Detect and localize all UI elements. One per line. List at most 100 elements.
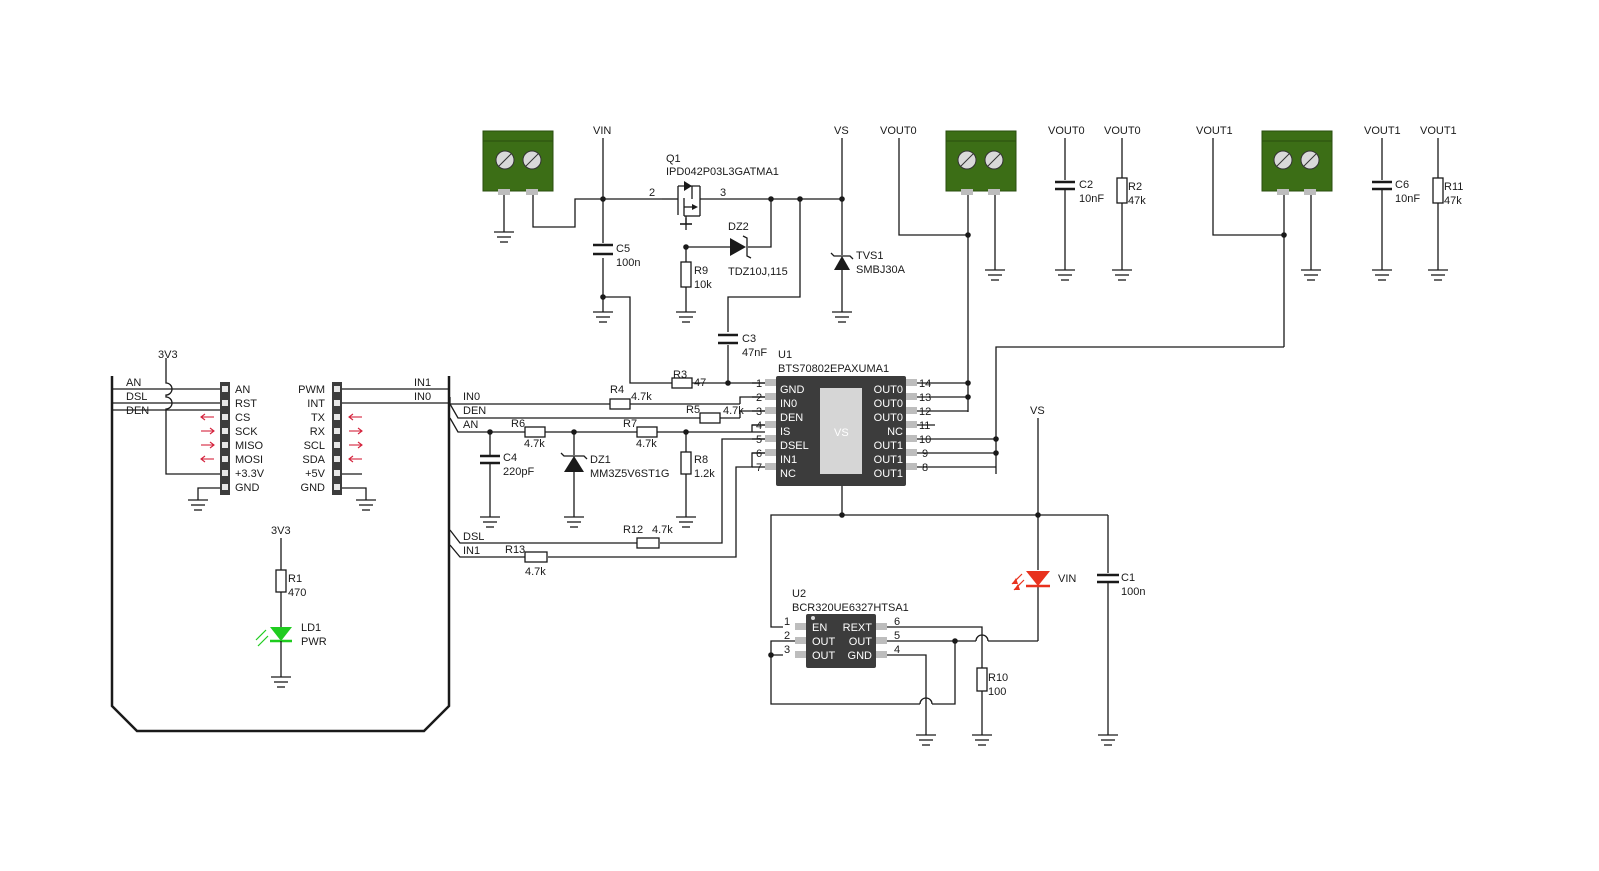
r3-resistor	[671, 377, 693, 389]
sig-den-label: DEN	[463, 405, 486, 417]
r9-value: 10k	[694, 279, 712, 291]
u1-pin14-name: OUT0	[874, 384, 903, 396]
hr-pin-5: SDA	[302, 454, 325, 466]
net-vout1-c6-label: VOUT1	[1364, 125, 1401, 137]
r3-value: 47	[694, 377, 706, 389]
led-driver-wires	[770, 418, 1109, 735]
u2-ref: U2	[792, 588, 806, 600]
u1-pin14-num: 14	[919, 378, 931, 390]
c2-value: 10nF	[1079, 193, 1104, 205]
u1-pin2-num: 2	[756, 392, 762, 404]
u1-pin9-num: 9	[922, 448, 928, 460]
r3-ref: R3	[673, 369, 687, 381]
dz2-ref: DZ2	[728, 221, 749, 233]
c1-ref: C1	[1121, 572, 1135, 584]
dz2-zener	[730, 235, 752, 259]
hr-pin-2: TX	[311, 412, 326, 424]
r10-value: 100	[988, 686, 1006, 698]
u1-pin7-name: NC	[780, 468, 796, 480]
hl-pin-2: CS	[235, 412, 250, 424]
dz1-ref: DZ1	[590, 454, 611, 466]
dz1-value: MM3Z5V6ST1G	[590, 468, 669, 480]
dz2-value: TDZ10J,115	[728, 266, 788, 278]
hr-pin-3: RX	[310, 426, 326, 438]
u1-ref: U1	[778, 349, 792, 361]
signal-resistors	[480, 398, 721, 563]
hl-pin-4: MISO	[235, 440, 264, 452]
c6-ref: C6	[1395, 179, 1409, 191]
vout0-wires	[898, 138, 1128, 412]
u1-labels: U1 BTS70802EPAXUMA1 VS 1 2 3 4 5 6 7 GND…	[756, 349, 931, 480]
r6-ref: R6	[511, 418, 525, 430]
power-led-circuit	[255, 538, 292, 677]
u1-pin1-num: 1	[756, 378, 762, 390]
net-vs-led-label: VS	[1030, 405, 1045, 417]
c5-value: 100n	[616, 257, 640, 269]
u2-pin3-num: 3	[784, 644, 790, 656]
r7-value: 4.7k	[636, 438, 657, 450]
u1-pin3-name: DEN	[780, 412, 803, 424]
r2-ref: R2	[1128, 181, 1142, 193]
r9-resistor	[680, 261, 692, 288]
header-pin-labels: AN RST CS SCK MISO MOSI +3.3V GND PWM IN…	[235, 384, 326, 494]
u1-pin10-num: 10	[919, 434, 931, 446]
component-labels: Q1 IPD042P03L3GATMA1 2 3 C5 100n R9 10k …	[288, 153, 1463, 698]
r9-ref: R9	[694, 265, 708, 277]
u1-pin11-num: 11	[919, 420, 930, 432]
c5-capacitor	[593, 243, 613, 256]
hr-pin-7: GND	[301, 482, 326, 494]
r13-ref: R13	[505, 544, 525, 556]
u1-pin11-name: NC	[887, 426, 903, 438]
q1-value: IPD042P03L3GATMA1	[666, 166, 779, 178]
header-arrows-icon	[200, 413, 363, 463]
r11-value: 47k	[1444, 195, 1462, 207]
q1-ref: Q1	[666, 153, 681, 165]
net-3v3-led-label: 3V3	[271, 525, 291, 537]
c4-ref: C4	[503, 452, 517, 464]
u1-pin10-name: OUT1	[874, 440, 903, 452]
u1-pin12-name: OUT0	[874, 412, 903, 424]
net-labels: VIN VS VOUT0 VOUT0 VOUT0 VOUT1 VOUT1 VOU…	[126, 125, 1457, 585]
net-vout0-label: VOUT0	[880, 125, 917, 137]
u2-part: BCR320UE6327HTSA1	[792, 602, 909, 614]
header-left-pins	[220, 382, 230, 495]
ld1-ref: LD1	[301, 622, 321, 634]
u1-pin4-num: 4	[756, 420, 762, 432]
mikrobus-outline	[110, 358, 451, 733]
terminal-block-vin	[482, 130, 554, 195]
hr-pin-6: +5V	[305, 468, 326, 480]
c5-ref: C5	[616, 243, 630, 255]
board-den-label: DEN	[126, 405, 149, 417]
u1-pin4-name: IS	[780, 426, 790, 438]
q1-mosfet	[662, 181, 701, 225]
r10-resistor	[976, 667, 988, 692]
terminal-block-vout0	[945, 130, 1017, 195]
hl-pin-0: AN	[235, 384, 250, 396]
u2-pin5-name: OUT	[849, 636, 873, 648]
tvs1-value: SMBJ30A	[856, 264, 906, 276]
u2-pin6-num: 6	[894, 616, 900, 628]
r2-value: 47k	[1128, 195, 1146, 207]
hr-pin-0: PWM	[298, 384, 325, 396]
r12-ref: R12	[623, 524, 643, 536]
net-vin-label: VIN	[593, 125, 611, 137]
c4-value: 220pF	[503, 466, 534, 478]
u1-pin5-num: 5	[756, 434, 762, 446]
header-right-pins	[332, 382, 342, 495]
u1-pin3-num: 3	[756, 406, 762, 418]
hl-pin-5: MOSI	[235, 454, 263, 466]
u1-pin6-num: 6	[756, 448, 762, 460]
u1-pin13-name: OUT0	[874, 398, 903, 410]
net-vout0-c2-label: VOUT0	[1048, 125, 1085, 137]
tvs1-ref: TVS1	[856, 250, 884, 262]
led-vin-label: VIN	[1058, 573, 1076, 585]
hr-pin-1: INT	[307, 398, 325, 410]
net-vout1-label: VOUT1	[1196, 125, 1233, 137]
u1-pin6-name: IN1	[780, 454, 797, 466]
net-3v3-label: 3V3	[158, 349, 178, 361]
hl-pin-6: +3.3V	[235, 468, 265, 480]
r5-value: 4.7k	[723, 405, 744, 417]
hl-pin-1: RST	[235, 398, 257, 410]
sig-in0-label: IN0	[463, 391, 480, 403]
